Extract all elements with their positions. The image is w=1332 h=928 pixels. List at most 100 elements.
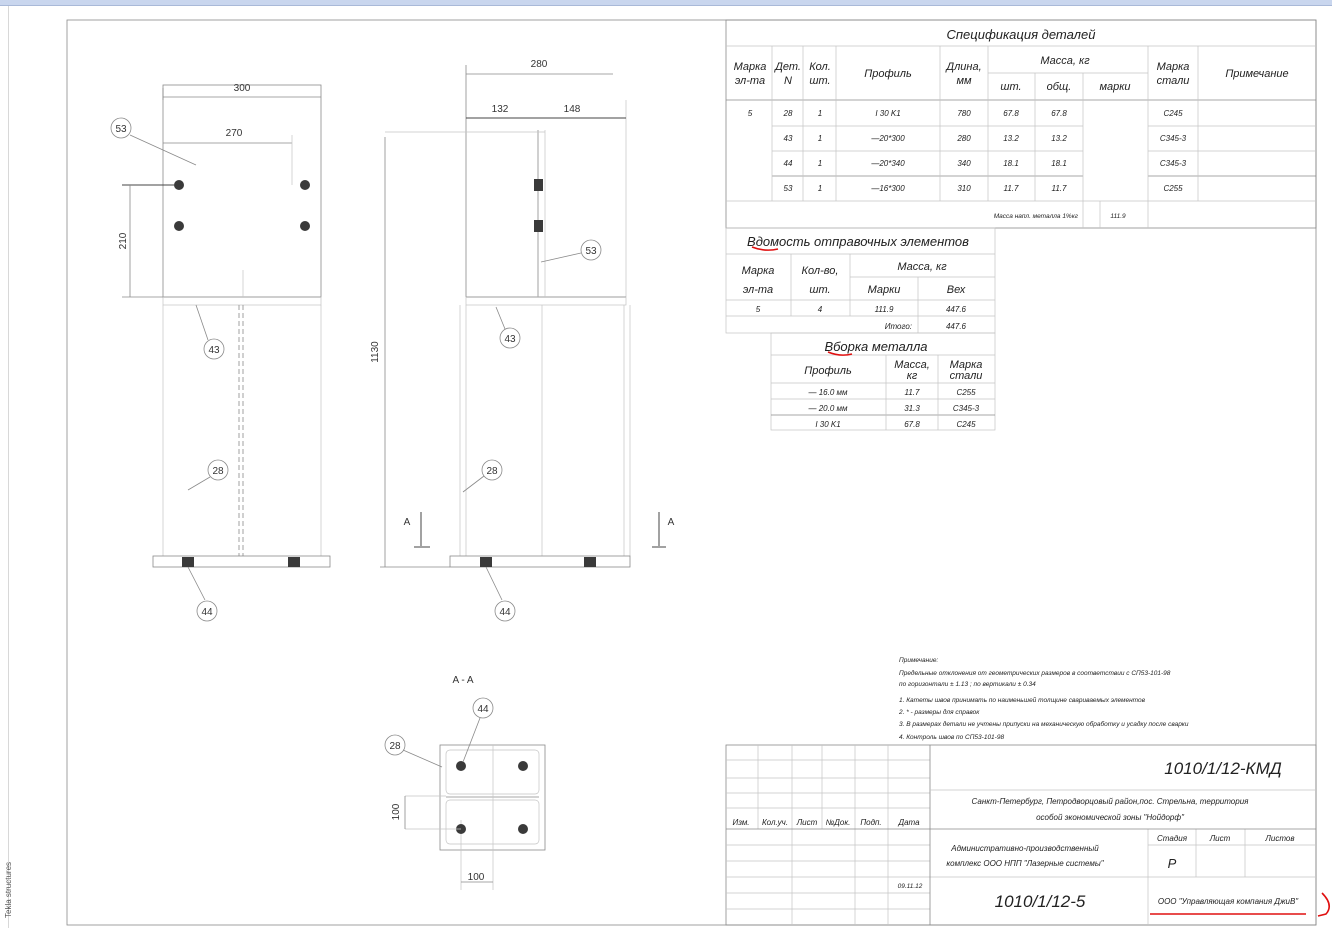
section-title: A - A bbox=[452, 675, 473, 686]
col-header: Масса, bbox=[894, 359, 930, 371]
dim-270: 270 bbox=[226, 128, 243, 139]
cell-mass-total: 11.7 bbox=[1052, 184, 1068, 193]
col-header: шт. bbox=[1000, 81, 1021, 93]
sheet-frame bbox=[66, 19, 1317, 926]
col-header: эл-та bbox=[735, 75, 765, 87]
cell-length: 340 bbox=[957, 159, 971, 168]
col-header: Подп. bbox=[860, 818, 881, 827]
metal-table-title: Вборка металла bbox=[824, 339, 927, 354]
part-label-44: 44 bbox=[201, 607, 213, 618]
col-header: Профиль bbox=[804, 365, 852, 377]
total-label: Итого: bbox=[885, 322, 912, 331]
section-marker-right: A bbox=[668, 517, 675, 528]
cell-qty: 1 bbox=[818, 159, 822, 168]
part-label-28: 28 bbox=[389, 741, 401, 752]
cell-mass: 11.7 bbox=[905, 388, 921, 397]
weld-mass-label: Масса напл. металла 1%кг bbox=[994, 213, 1079, 220]
cell-qty: 1 bbox=[818, 134, 822, 143]
col-header: эл-та bbox=[743, 284, 773, 296]
cell-steel: C345-3 bbox=[1160, 134, 1187, 143]
cell-qty: 1 bbox=[818, 109, 822, 118]
cell: 4 bbox=[818, 305, 823, 314]
cell: 5 bbox=[756, 305, 761, 314]
cell-qty: 1 bbox=[818, 184, 822, 193]
col-header: марки bbox=[1099, 81, 1130, 93]
shipping-table-title: Вдомость отправочных элементов bbox=[747, 234, 969, 249]
dim-300: 300 bbox=[234, 83, 251, 94]
part-label-43: 43 bbox=[504, 334, 516, 345]
cell-length: 310 bbox=[957, 184, 971, 193]
col-header: Примечание bbox=[1225, 68, 1288, 80]
col-header: Лист bbox=[796, 818, 818, 827]
front-view: 300 270 210 53 43 28 44 bbox=[110, 83, 331, 622]
cell-steel: C345-3 bbox=[953, 404, 980, 413]
col-header: Кол-во, bbox=[802, 265, 839, 277]
red-underline-mark bbox=[751, 246, 779, 251]
cell-profile: —20*300 bbox=[870, 134, 905, 143]
cell-steel: C245 bbox=[956, 420, 976, 429]
notes-line: по горизонтали ± 1.13 ; по вертикали ± 0… bbox=[899, 681, 1036, 688]
dim-1130: 1130 bbox=[370, 341, 381, 363]
dim-280: 280 bbox=[531, 59, 548, 70]
notes-item: 4. Контроль швов по СП53-101-98 bbox=[899, 734, 1004, 741]
notes: Примечание: Предельные отклонения от гео… bbox=[898, 657, 1189, 741]
cell-mass-total: 13.2 bbox=[1051, 134, 1067, 143]
project-line: Административно-производственный bbox=[950, 844, 1099, 853]
plate-53 bbox=[162, 84, 322, 298]
dim-100-vertical: 100 bbox=[391, 803, 402, 820]
col-header: Кол. bbox=[809, 61, 831, 73]
notes-heading: Примечание: bbox=[899, 657, 938, 664]
col-header: Марка bbox=[1157, 61, 1190, 73]
dim-100-horizontal: 100 bbox=[468, 872, 485, 883]
cell-mass: 31.3 bbox=[904, 404, 920, 413]
cell-profile: I 30 K1 bbox=[875, 109, 900, 118]
cell-mass-pc: 67.8 bbox=[1003, 109, 1019, 118]
section-a-a: A - A 100 100 44 28 bbox=[384, 675, 546, 890]
part-label-53: 53 bbox=[115, 124, 127, 135]
cell-steel: C245 bbox=[1163, 109, 1183, 118]
col-header: кг bbox=[907, 370, 918, 382]
table-row: — 20.0 мм 31.3 C345-3 bbox=[808, 404, 980, 413]
col-header: Дет. bbox=[773, 61, 801, 73]
col-header: Марка bbox=[950, 359, 983, 371]
cell: 447.6 bbox=[946, 305, 967, 314]
col-header: Кол.уч. bbox=[762, 818, 788, 827]
part-label-44: 44 bbox=[477, 704, 489, 715]
title-block: 1010/1/12-КМД Санкт-Петербург, Петродвор… bbox=[725, 744, 1330, 926]
spec-table-title: Спецификация деталей bbox=[947, 27, 1096, 42]
sheet-label: Лист bbox=[1209, 834, 1231, 843]
col-header: №Док. bbox=[826, 818, 851, 827]
cell-mass-total: 67.8 bbox=[1051, 109, 1067, 118]
cell-profile: —20*340 bbox=[870, 159, 905, 168]
dim-210: 210 bbox=[118, 232, 129, 249]
col-header: стали bbox=[1157, 75, 1190, 87]
cell-det: 53 bbox=[784, 184, 793, 193]
col-header: общ. bbox=[1047, 81, 1072, 93]
col-header: Масса, кг bbox=[897, 261, 947, 273]
project-line: комплекс ООО НПП "Лазерные системы" bbox=[946, 859, 1104, 868]
date-value: 09.11.12 bbox=[898, 883, 923, 890]
col-header: Масса, кг bbox=[1040, 55, 1090, 67]
weld-mass-value: 111.9 bbox=[1110, 213, 1126, 220]
dim-132: 132 bbox=[492, 104, 509, 115]
notes-item: 2. * - размеры для справок bbox=[898, 708, 980, 716]
col-header: стали bbox=[950, 370, 983, 382]
cell-steel: C255 bbox=[956, 388, 976, 397]
part-label-28: 28 bbox=[212, 466, 224, 477]
col-header: Марки bbox=[868, 284, 901, 296]
col-header: Изм. bbox=[732, 818, 749, 827]
stage-label: Стадия bbox=[1157, 834, 1188, 843]
cell-profile: — 20.0 мм bbox=[808, 404, 849, 413]
section-marker-left: A bbox=[404, 517, 411, 528]
total-value: 447.6 bbox=[946, 322, 967, 331]
element-mark: 5 bbox=[748, 109, 753, 118]
part-label-44: 44 bbox=[499, 607, 511, 618]
notes-item: 3. В размерах детали не учтены припуски … bbox=[899, 720, 1189, 728]
